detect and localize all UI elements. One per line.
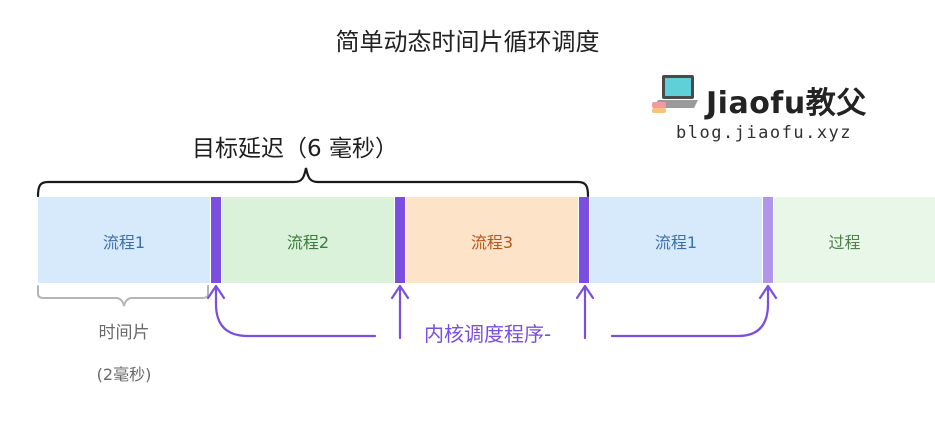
- brand-name: Jiaofu教父: [706, 86, 867, 121]
- target-latency-label: 目标延迟（6 毫秒）: [192, 136, 398, 162]
- time-slice-label: 时间片: [98, 323, 150, 343]
- segment-process-3: 流程3: [406, 197, 578, 283]
- context-switch-bar: [763, 197, 773, 283]
- segment-label: 流程1: [654, 233, 698, 252]
- segment-label: 流程1: [102, 233, 146, 252]
- time-slice-duration: (2毫秒): [96, 365, 152, 384]
- target-latency-bracket: [36, 167, 590, 198]
- time-slice-bracket: [37, 285, 209, 307]
- context-switch-bar: [211, 197, 221, 283]
- diagram-title: 简单动态时间片循环调度: [335, 28, 600, 56]
- segment-process-1: 流程1: [38, 197, 210, 283]
- context-switch-bar: [395, 197, 405, 283]
- kernel-scheduler-label: 内核调度程序-: [424, 322, 552, 346]
- laptop-icon: [652, 75, 698, 113]
- brand-url[interactable]: blog.jiaofu.xyz: [676, 123, 853, 143]
- segment-process-next: 过程: [774, 197, 935, 283]
- segment-label: 过程: [828, 233, 861, 252]
- segment-label: 流程2: [286, 233, 330, 252]
- segment-process-2: 流程2: [222, 197, 394, 283]
- context-switch-bar: [579, 197, 589, 283]
- segment-process-1-repeat: 流程1: [590, 197, 762, 283]
- segment-label: 流程3: [470, 233, 514, 252]
